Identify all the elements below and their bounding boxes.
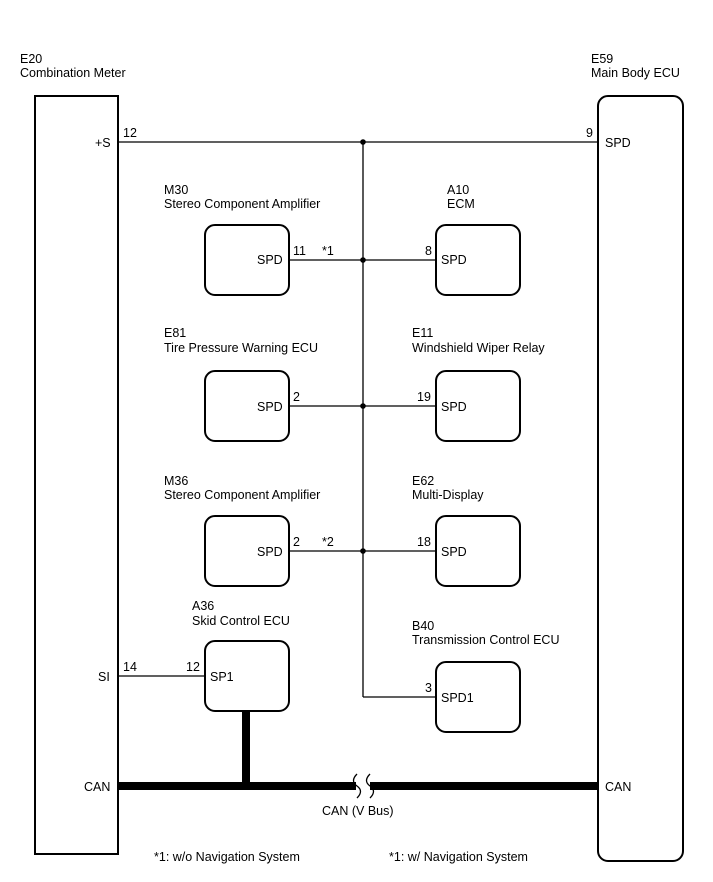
junction-dot [360, 257, 366, 263]
e20-pin-s-num: 12 [123, 126, 137, 140]
e62-name: Multi-Display [412, 488, 484, 502]
b40-pin-num: 3 [425, 681, 432, 695]
e20-pin-s: +S [95, 136, 111, 150]
e62-pin-num: 18 [417, 535, 431, 549]
e20-pin-can: CAN [84, 780, 110, 794]
e20-pin-si-num: 14 [123, 660, 137, 674]
e81-pin-num: 2 [293, 390, 300, 404]
e11-pin-num: 19 [417, 390, 431, 404]
b40-name: Transmission Control ECU [412, 633, 560, 647]
m36-note: *2 [322, 535, 334, 549]
e11-name: Windshield Wiper Relay [412, 341, 545, 355]
m36-code: M36 [164, 474, 188, 488]
can-bus-break [365, 773, 375, 799]
footnote: *1: w/ Navigation System [389, 850, 528, 864]
e59-code: E59 [591, 52, 613, 66]
e20-name: Combination Meter [20, 66, 126, 80]
m30-pin-num: 11 [293, 244, 306, 258]
junction-dot [360, 548, 366, 554]
m30-name: Stereo Component Amplifier [164, 197, 320, 211]
e81-code: E81 [164, 326, 186, 340]
a36-pin: SP1 [210, 670, 234, 684]
e59-pin-can: CAN [605, 780, 631, 794]
e81-name: Tire Pressure Warning ECU [164, 341, 318, 355]
a10-pin-num: 8 [425, 244, 432, 258]
e20-pin-si: SI [98, 670, 110, 684]
m30-note: *1 [322, 244, 334, 258]
junction-dot [360, 403, 366, 409]
e62-pin: SPD [441, 545, 467, 559]
e59-pin-spd-num: 9 [586, 126, 593, 140]
a10-code: A10 [447, 183, 469, 197]
e20-box [34, 95, 119, 855]
a36-name: Skid Control ECU [192, 614, 290, 628]
a36-pin-num: 12 [186, 660, 200, 674]
e81-pin: SPD [257, 400, 283, 414]
footnote: *1: w/o Navigation System [154, 850, 300, 864]
b40-pin: SPD1 [441, 691, 474, 705]
e59-pin-spd: SPD [605, 136, 631, 150]
a10-pin: SPD [441, 253, 467, 267]
a10-name: ECM [447, 197, 475, 211]
m30-pin: SPD [257, 253, 283, 267]
e62-code: E62 [412, 474, 434, 488]
a36-code: A36 [192, 599, 214, 613]
can-bus-label: CAN (V Bus) [322, 804, 394, 818]
m36-pin: SPD [257, 545, 283, 559]
e59-name: Main Body ECU [591, 66, 680, 80]
e11-code: E11 [412, 326, 433, 340]
e20-code: E20 [20, 52, 42, 66]
junction-dot [360, 139, 366, 145]
e11-pin: SPD [441, 400, 467, 414]
m36-name: Stereo Component Amplifier [164, 488, 320, 502]
m30-code: M30 [164, 183, 188, 197]
m36-pin-num: 2 [293, 535, 300, 549]
can-bus-break [352, 773, 362, 799]
e59-box [597, 95, 684, 862]
b40-code: B40 [412, 619, 434, 633]
